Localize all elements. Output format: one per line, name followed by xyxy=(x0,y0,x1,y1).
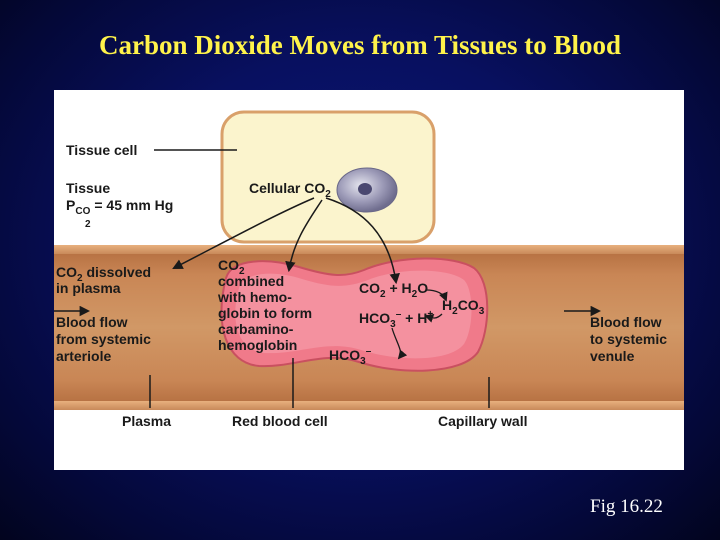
tissue-label: Tissue xyxy=(66,180,110,196)
capillary-wall-top xyxy=(54,245,684,254)
arrow-to-reaction xyxy=(325,197,400,285)
rbc-co2-label: CO2 xyxy=(218,257,245,277)
tissue-cell xyxy=(220,110,436,244)
rbc-highlight xyxy=(235,270,472,359)
co2-dissolved-label: CO2 dissolved xyxy=(56,264,151,284)
cellular-co2-label: Cellular CO2 xyxy=(249,180,331,200)
pco2-subscript: 2 xyxy=(85,219,91,230)
rbc-combined: combined xyxy=(218,273,284,289)
blood-flow-right-3: venule xyxy=(590,348,635,364)
arrow-to-plasma xyxy=(172,197,315,269)
blood-flow-right-2: to systemic xyxy=(590,331,667,347)
nucleolus xyxy=(358,183,372,195)
plasma-label: Plasma xyxy=(122,413,171,429)
rbc-with-hemo: with hemo- xyxy=(217,289,292,305)
bottom-hco3: HCO3– xyxy=(329,346,372,367)
arrow-hco3-out xyxy=(391,327,408,360)
slide-title: Carbon Dioxide Moves from Tissues to Blo… xyxy=(98,30,622,60)
in-plasma-label: in plasma xyxy=(56,280,121,296)
arrow-h2co3-split xyxy=(424,313,443,323)
blood-flow-left-1: Blood flow xyxy=(56,314,128,330)
rbc-carbamino: carbamino- xyxy=(218,321,294,337)
rbc-hemoglobin: hemoglobin xyxy=(218,337,297,353)
reaction-co2-h2o: CO2 + H2O xyxy=(359,280,428,300)
tissue-cell-label: Tissue cell xyxy=(66,142,137,158)
figure-caption: Fig 16.22 xyxy=(590,496,663,517)
co2-transport-diagram: Tissue cell Tissue PCO= 45 mm Hg 2 Cellu… xyxy=(54,110,684,429)
blood-flow-left-3: arteriole xyxy=(56,348,111,364)
figure-panel: Tissue cell Tissue PCO= 45 mm Hg 2 Cellu… xyxy=(54,90,684,470)
blood-flow-left-2: from systemic xyxy=(56,331,151,347)
arrow-h2co3-form xyxy=(425,289,448,302)
red-blood-cell-label: Red blood cell xyxy=(232,413,328,429)
blood-flow-right-1: Blood flow xyxy=(590,314,662,330)
pco2-label: PCO= 45 mm Hg xyxy=(66,197,173,217)
reaction-h2co3: H2CO3 xyxy=(442,297,485,317)
capillary-wall-bottom xyxy=(54,401,684,410)
reaction-hco3-h: HCO3– + H+ xyxy=(359,309,433,330)
rbc-globin: globin to form xyxy=(218,305,312,321)
capillary-wall-label: Capillary wall xyxy=(438,413,527,429)
arrow-to-rbc xyxy=(285,199,323,273)
